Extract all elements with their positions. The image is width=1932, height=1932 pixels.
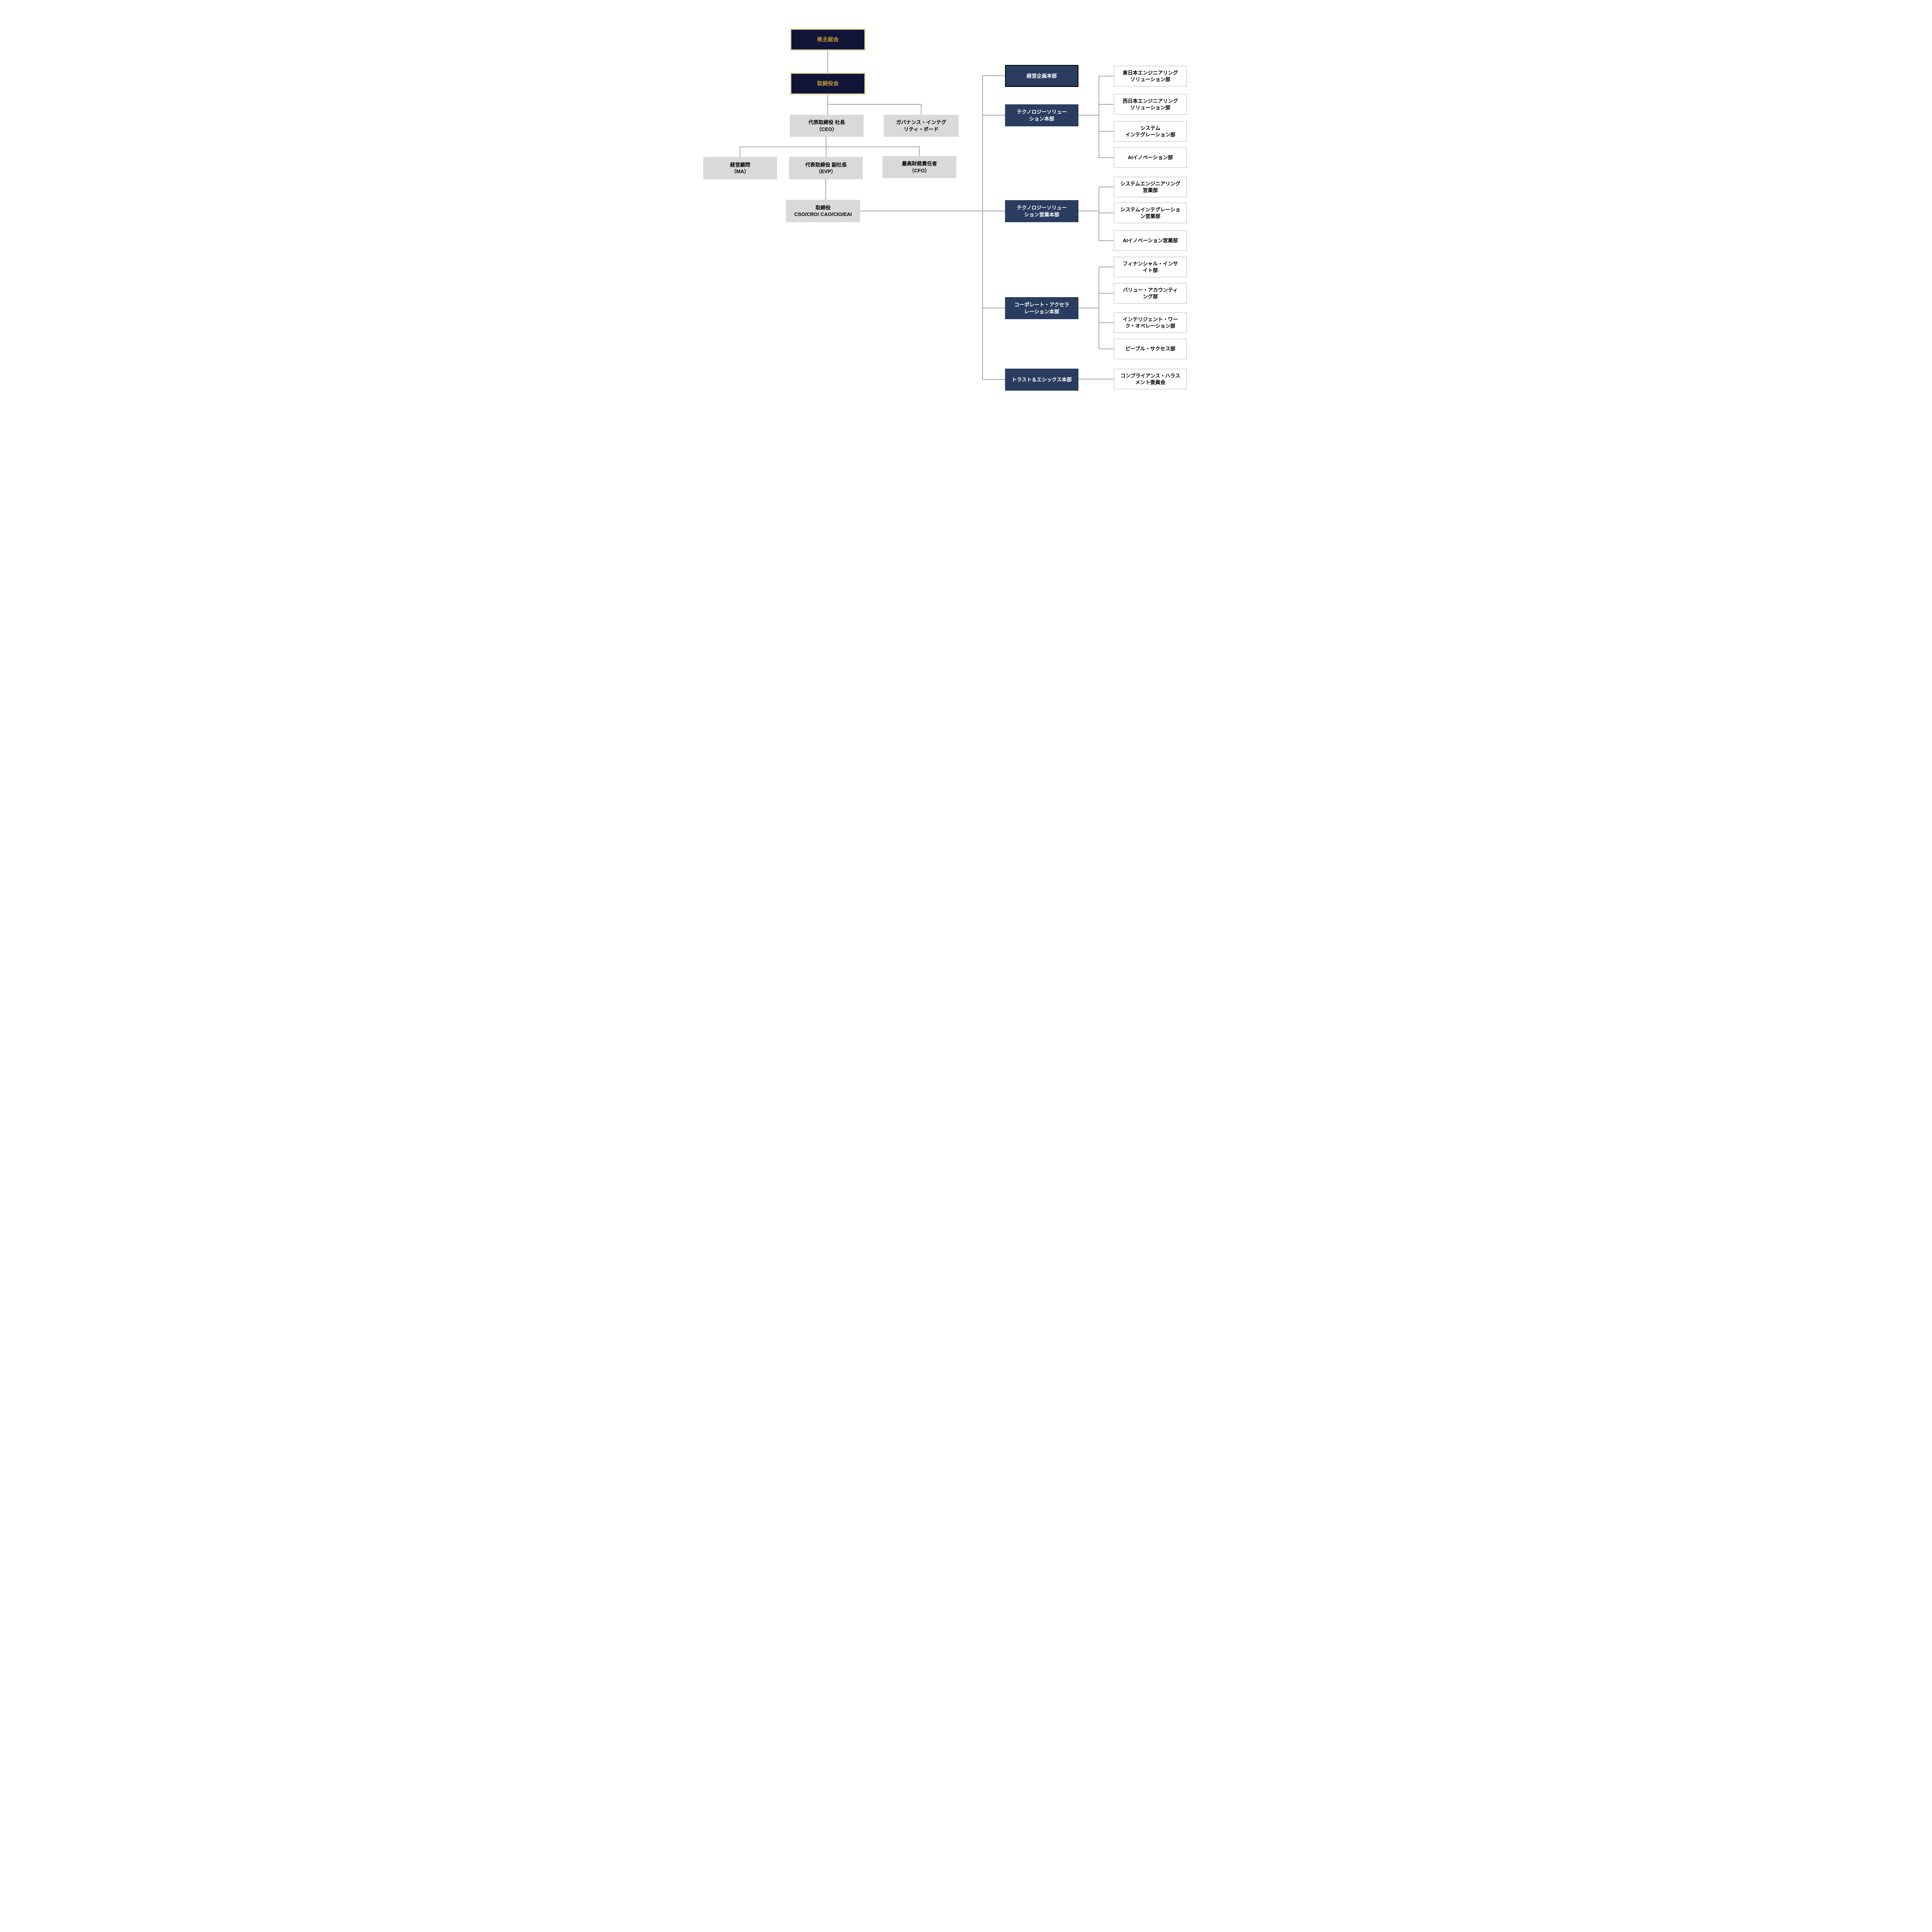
node-label: 代表取締役 社長 （CEO） <box>808 119 845 132</box>
node-label: コンプライアンス・ハラス メント委員会 <box>1120 372 1180 385</box>
node-label: システム インテグレーション部 <box>1125 125 1175 138</box>
connector-shareholders-board <box>827 51 828 73</box>
node-technology-solution-sales-division: テクノロジーソリュー ション営業本部 <box>1005 200 1078 222</box>
node-label: 取締役 CSO/CRO/ CAO/CIO/EAI <box>794 204 852 217</box>
connector-governance-drop <box>921 104 922 115</box>
node-label: 東日本エンジニアリング ソリューション部 <box>1122 70 1178 82</box>
node-label: 取締役会 <box>817 80 839 87</box>
node-corporate-acceleration-division: コーポレート・アクセラ レーション本部 <box>1005 297 1078 319</box>
node-financial-insight-dept: フィナンシャル・インサ イト部 <box>1114 257 1187 277</box>
node-label: フィナンシャル・インサ イト部 <box>1122 260 1178 273</box>
node-technology-solution-division: テクノロジーソリュー ション本部 <box>1005 104 1078 126</box>
node-label: コーポレート・アクセラ レーション本部 <box>1014 302 1070 315</box>
connector-evp-directors <box>825 179 826 200</box>
node-label: 経営顧問 （MA） <box>730 162 750 174</box>
connector-stub-east-eng <box>1099 76 1114 77</box>
node-label: ガバナンス・インテグ リティ・ボード <box>896 119 946 132</box>
node-shareholders-meeting: 株主総会 <box>790 29 866 51</box>
org-chart-canvas: 株主総会 取締役会 代表取締役 社長 （CEO） ガバナンス・インテグ リティ・… <box>666 0 1266 415</box>
connector-board-down <box>827 95 828 115</box>
connector-exec-row-h <box>740 146 920 147</box>
node-east-japan-engineering-solution-dept: 東日本エンジニアリング ソリューション部 <box>1114 66 1187 87</box>
node-cfo: 最高財務責任者 （CFO） <box>883 156 956 178</box>
node-governance-integrity-board: ガバナンス・インテグ リティ・ボード <box>884 115 959 137</box>
node-system-integration-dept: システム インテグレーション部 <box>1114 121 1187 142</box>
node-label: AIイノベーション営業部 <box>1122 238 1178 244</box>
connector-stub-ai-innovation <box>1099 157 1114 158</box>
node-intelligent-work-operation-dept: インテリジェント・ワー ク・オペレーション部 <box>1114 312 1187 333</box>
node-label: 最高財務責任者 （CFO） <box>901 161 937 173</box>
connector-tech-feed-h <box>1078 115 1099 116</box>
node-system-integration-sales-dept: システムインテグレーショ ン営業部 <box>1114 202 1187 223</box>
connector-division-spine-v <box>982 76 983 379</box>
node-label: テクノロジーソリュー ション本部 <box>1017 109 1067 122</box>
node-ceo: 代表取締役 社長 （CEO） <box>790 115 864 137</box>
node-label: ピープル・サクセス部 <box>1125 346 1175 352</box>
node-label: テクノロジーソリュー ション営業本部 <box>1017 205 1067 218</box>
connector-board-governance-h <box>827 104 922 105</box>
node-west-japan-engineering-solution-dept: 西日本エンジニアリング ソリューション部 <box>1114 94 1187 115</box>
node-corporate-planning-division: 経営企画本部 <box>1005 65 1078 87</box>
node-value-accounting-dept: バリュー・アカウンティ ング部 <box>1114 283 1187 304</box>
connector-stub-value-accounting <box>1099 293 1114 294</box>
connector-cfo-drop <box>919 146 920 156</box>
connector-stub-trust-ethics <box>983 379 1005 380</box>
node-board-of-directors: 取締役会 <box>790 73 866 95</box>
node-people-success-dept: ピープル・サクセス部 <box>1114 338 1187 359</box>
node-label: バリュー・アカウンティ ング部 <box>1122 287 1178 299</box>
node-label: インテリジェント・ワー ク・オペレーション部 <box>1122 316 1178 329</box>
node-compliance-harassment-committee: コンプライアンス・ハラス メント委員会 <box>1114 369 1187 389</box>
node-trust-ethics-division: トラスト＆エシックス本部 <box>1005 369 1078 391</box>
node-label: 西日本エンジニアリング ソリューション部 <box>1122 98 1178 111</box>
node-label: システムインテグレーショ ン営業部 <box>1120 206 1180 219</box>
node-evp: 代表取締役 副社長 （EVP） <box>789 157 863 179</box>
node-management-advisor: 経営顧問 （MA） <box>703 157 777 179</box>
connector-stub-ai-innovation-sales <box>1099 240 1114 241</box>
connector-stub-intelligent-work-ops <box>1099 322 1114 323</box>
node-label: 経営企画本部 <box>1026 73 1057 79</box>
node-system-engineering-sales-dept: システムエンジニアリング 営業部 <box>1114 177 1187 197</box>
node-directors: 取締役 CSO/CRO/ CAO/CIO/EAI <box>786 200 860 222</box>
node-label: 株主総会 <box>817 36 839 43</box>
node-ai-innovation-sales-dept: AIイノベーション営業部 <box>1114 230 1187 251</box>
node-label: AIイノベーション部 <box>1128 155 1173 161</box>
node-ai-innovation-dept: AIイノベーション部 <box>1114 147 1187 168</box>
connector-stub-corporate-planning <box>983 75 1005 76</box>
connector-stub-west-eng <box>1099 104 1114 105</box>
connector-stub-technology-solution <box>983 115 1005 116</box>
connector-stub-system-integration <box>1099 131 1114 132</box>
node-label: 代表取締役 副社長 （EVP） <box>805 162 847 174</box>
node-label: トラスト＆エシックス本部 <box>1012 376 1072 383</box>
node-label: システムエンジニアリング 営業部 <box>1120 180 1180 193</box>
